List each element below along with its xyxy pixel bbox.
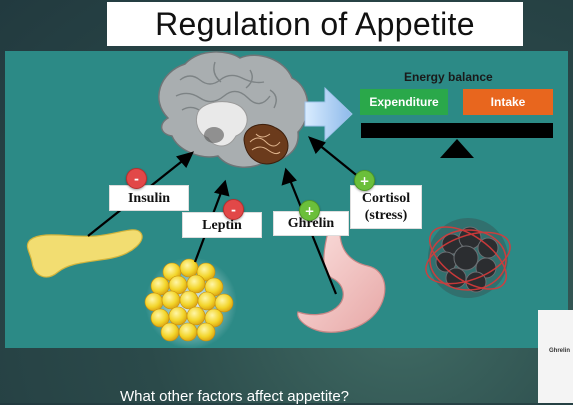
energy-balance-title: Energy balance <box>404 70 493 84</box>
balance-bar <box>361 123 553 138</box>
fat-cells-icon <box>144 257 237 349</box>
thumbnail-label: Ghrelin <box>549 348 571 354</box>
cortisol-label: Cortisol (stress) <box>350 185 422 229</box>
balance-fulcrum-icon <box>440 139 474 158</box>
cortisol-effect-badge: + <box>354 170 375 191</box>
insulin-effect-badge: - <box>126 168 147 189</box>
leptin-label: Leptin <box>182 212 262 238</box>
ghrelin-effect-badge: + <box>299 200 320 221</box>
stress-cell-icon <box>425 218 511 298</box>
pancreas-icon <box>26 229 143 278</box>
expenditure-box: Expenditure <box>360 89 448 115</box>
next-slide-thumbnail[interactable]: Ghrelin <box>538 310 573 403</box>
intake-box: Intake <box>463 89 553 115</box>
insulin-label: Insulin <box>109 185 189 211</box>
title-box: Regulation of Appetite <box>107 2 523 46</box>
right-arrow-icon <box>304 86 353 142</box>
slide-title: Regulation of Appetite <box>155 5 475 42</box>
stomach-icon <box>297 231 386 333</box>
brain-icon <box>158 51 309 168</box>
bottom-question: What other factors affect appetite? <box>120 388 350 405</box>
leptin-effect-badge: - <box>223 199 244 220</box>
